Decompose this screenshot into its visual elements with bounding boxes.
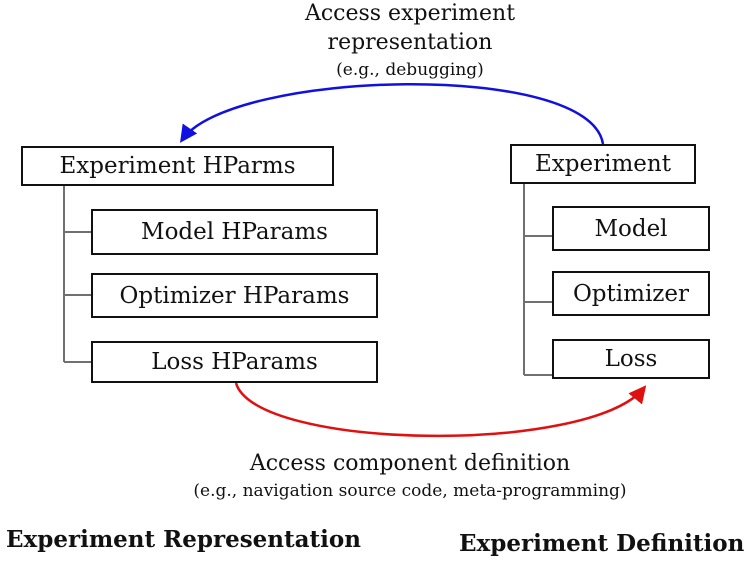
- bottom-annotation-line1: Access component definition: [249, 451, 571, 476]
- model-hparams-box: Model HParams: [91, 209, 378, 255]
- experiment-representation-title: Experiment Representation: [6, 526, 361, 553]
- loss-hparams-label: Loss HParams: [151, 349, 318, 375]
- top-annotation-line2: representation: [327, 30, 493, 55]
- optimizer-hparams-box: Optimizer HParams: [91, 273, 378, 318]
- bottom-annotation-line2: (e.g., navigation source code, meta-prog…: [193, 481, 627, 501]
- model-hparams-label: Model HParams: [141, 219, 328, 245]
- loss-hparams-box: Loss HParams: [91, 341, 378, 383]
- experiment-box: Experiment: [510, 144, 696, 184]
- experiment-hparams-label: Experiment HParms: [59, 153, 296, 179]
- access-representation-arrow: [180, 83, 605, 145]
- left-tree-connector: [63, 186, 91, 363]
- optimizer-hparams-label: Optimizer HParams: [119, 282, 350, 309]
- model-label: Model: [594, 215, 668, 242]
- optimizer-box: Optimizer: [552, 271, 710, 316]
- top-annotation-line3: (e.g., debugging): [336, 60, 484, 80]
- optimizer-label: Optimizer: [572, 280, 690, 307]
- access-definition-arrow: [234, 382, 647, 438]
- loss-label: Loss: [604, 346, 658, 372]
- top-annotation-line1: Access experiment: [304, 1, 516, 26]
- loss-box: Loss: [552, 339, 710, 379]
- right-tree-connector: [523, 184, 552, 376]
- experiment-label: Experiment: [535, 151, 671, 177]
- experiment-hparams-box: Experiment HParms: [21, 146, 334, 186]
- model-box: Model: [552, 206, 710, 251]
- experiment-definition-title: Experiment Definition: [459, 530, 745, 557]
